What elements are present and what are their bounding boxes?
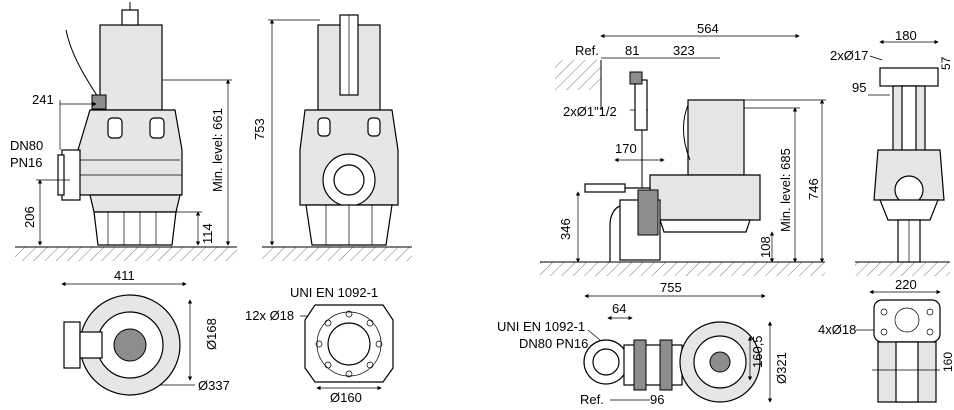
dim-81: 81: [625, 43, 639, 58]
discharge-flange: [61, 149, 81, 201]
dim-min-level-685: Min. level: 685: [778, 148, 793, 232]
flange-dn-label: DN80: [10, 138, 43, 153]
pump-stand: [93, 211, 177, 246]
dim-564: 564: [697, 21, 719, 36]
dim-346: 346: [558, 218, 573, 240]
rail-bracket: [879, 67, 939, 87]
dim-220: 220: [895, 277, 917, 292]
flange-standard: UNI EN 1092-1: [290, 285, 378, 300]
dim-170: 170: [615, 141, 637, 156]
dim-206: 206: [22, 206, 37, 228]
guide-rail: [634, 79, 648, 131]
power-cable: [65, 29, 101, 101]
dim-160: 160: [941, 352, 954, 372]
base-plate: [873, 299, 941, 343]
dim-64: 64: [612, 301, 626, 316]
ref-label-plan: Ref.: [580, 392, 604, 407]
dim-755: 755: [660, 280, 682, 295]
ref-label-front: Ref.: [575, 43, 599, 58]
plan-flange: [63, 321, 81, 369]
dim-753: 753: [252, 118, 267, 140]
plan-standard-right: UNI EN 1092-1: [497, 319, 585, 334]
base-holes: 4xØ18: [818, 322, 856, 337]
dim-323: 323: [673, 43, 695, 58]
dim-160-5: 160,5: [750, 335, 765, 368]
dim-108: 108: [758, 236, 773, 258]
dim-114: 114: [200, 223, 215, 244]
left-front-view: 241 DN80 PN16 206 114 Min. level: 661: [10, 2, 237, 261]
dim-96: 96: [650, 392, 664, 407]
dim-min-level-661: Min. level: 661: [210, 108, 225, 192]
motor-housing-right: [687, 99, 745, 176]
left-side-view: 753: [252, 14, 412, 261]
dim-d168: Ø168: [204, 318, 219, 350]
dim-d321: Ø321: [774, 352, 789, 384]
left-plan-view: 411 Ø168 Ø337: [61, 268, 230, 396]
dim-746: 746: [806, 178, 821, 200]
pump-volute: [77, 109, 183, 196]
dim-57: 57: [939, 56, 953, 70]
dim-241: 241: [32, 92, 54, 107]
right-front-view: 564 Ref. 81 323 2xØ1"1/2 170 346 108 Min…: [540, 21, 826, 299]
dim-411: 411: [114, 268, 135, 283]
right-plan-view: UNI EN 1092-1 DN80 PN16 64 160,5 Ø321 Re…: [497, 301, 789, 407]
dim-180: 180: [895, 28, 917, 43]
flange-detail-view: UNI EN 1092-1 12x Ø18 Ø160: [245, 285, 394, 405]
floor-hatch: [15, 247, 237, 261]
base-detail-view: 220 4xØ18 160: [818, 277, 954, 403]
dim-2xd17: 2xØ17: [830, 48, 868, 63]
dim-d337: Ø337: [198, 378, 230, 393]
flange-holes: 12x Ø18: [245, 308, 294, 323]
motor-housing: [99, 24, 163, 111]
flange-pcd: Ø160: [330, 390, 362, 405]
right-side-view: 180 2xØ17 57 95: [830, 28, 953, 276]
guide-rail-label: 2xØ1"1/2: [563, 104, 617, 119]
plan-flange-right: DN80 PN16: [519, 336, 588, 351]
dim-95: 95: [852, 80, 866, 95]
flange-pn-label: PN16: [10, 155, 43, 170]
